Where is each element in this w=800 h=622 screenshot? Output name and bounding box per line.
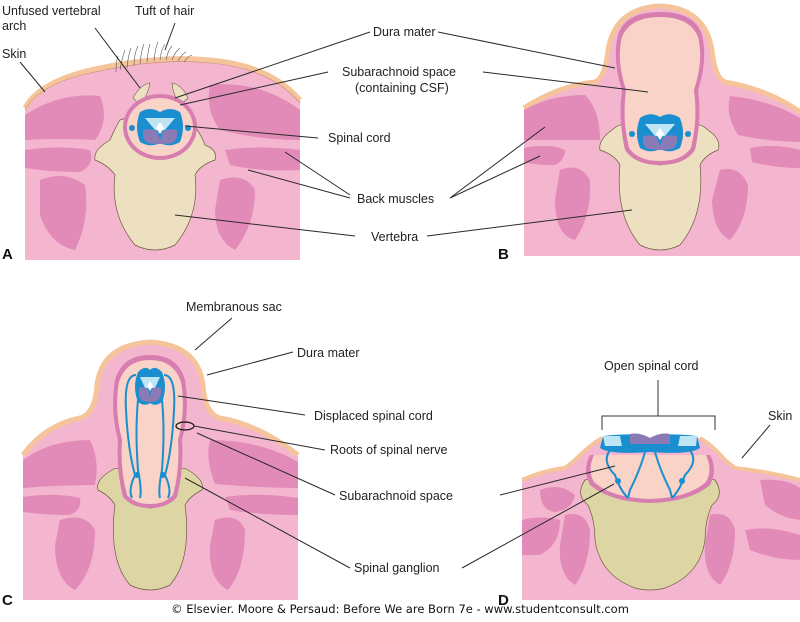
panel-c-displaced-spinal-cord bbox=[135, 367, 165, 405]
panel-c: C Membranous sac Dura mater Displaced sp… bbox=[2, 300, 453, 609]
label-open-spinal-cord: Open spinal cord bbox=[604, 359, 699, 373]
panel-c-letter: C bbox=[2, 592, 13, 609]
panel-d: D Open spinal cord Skin bbox=[461, 359, 800, 609]
label-skin-a: Skin bbox=[2, 47, 26, 61]
label-dura-mater-a: Dura mater bbox=[373, 25, 436, 39]
label-spinal-ganglion: Spinal ganglion bbox=[354, 561, 440, 575]
label-displaced-spinal-cord: Displaced spinal cord bbox=[314, 409, 433, 423]
panel-d-nerve-roots bbox=[605, 447, 695, 499]
panel-c-skin bbox=[20, 339, 300, 457]
panel-a-letter: A bbox=[2, 246, 13, 263]
label-dura-mater-c: Dura mater bbox=[297, 346, 360, 360]
label-unfused-arch-line1: Unfused vertebral bbox=[2, 4, 101, 18]
panel-c-spinal-ganglion bbox=[134, 472, 140, 478]
label-tuft-of-hair: Tuft of hair bbox=[135, 4, 194, 18]
panel-b: B bbox=[426, 3, 800, 263]
panel-a-skin bbox=[22, 56, 302, 110]
label-skin-d: Skin bbox=[768, 409, 792, 423]
label-subarachnoid-a-line2: (containing CSF) bbox=[355, 81, 449, 95]
label-back-muscles: Back muscles bbox=[357, 192, 434, 206]
panel-d-spinal-ganglion bbox=[615, 478, 621, 484]
open-cord-bracket bbox=[601, 380, 716, 430]
panel-b-letter: B bbox=[498, 246, 509, 263]
panel-d-skin bbox=[521, 436, 800, 482]
panel-a-tuft-of-hair bbox=[115, 41, 193, 73]
panel-a-spinal-cord bbox=[129, 109, 191, 146]
copyright-credit: © Elsevier. Moore & Persaud: Before We a… bbox=[171, 602, 629, 616]
panel-d-letter: D bbox=[498, 592, 509, 609]
label-unfused-arch-line2: arch bbox=[2, 19, 26, 33]
label-subarachnoid-a-line1: Subarachnoid space bbox=[342, 65, 456, 79]
panel-b-skin bbox=[522, 3, 800, 115]
label-membranous-sac: Membranous sac bbox=[186, 300, 282, 314]
panel-b-spinal-cord bbox=[629, 114, 691, 152]
panel-c-nerve-roots bbox=[124, 374, 176, 499]
label-roots-of-spinal-nerve: Roots of spinal nerve bbox=[330, 443, 447, 457]
panel-a-muscle bbox=[25, 95, 104, 140]
label-subarachnoid-space-c: Subarachnoid space bbox=[339, 489, 453, 503]
label-vertebra: Vertebra bbox=[371, 230, 418, 244]
label-spinal-cord: Spinal cord bbox=[328, 131, 391, 145]
panel-d-open-spinal-cord bbox=[600, 433, 700, 453]
panel-a: A Unfused vertebral arch Tuft of hair Sk… bbox=[2, 4, 456, 263]
